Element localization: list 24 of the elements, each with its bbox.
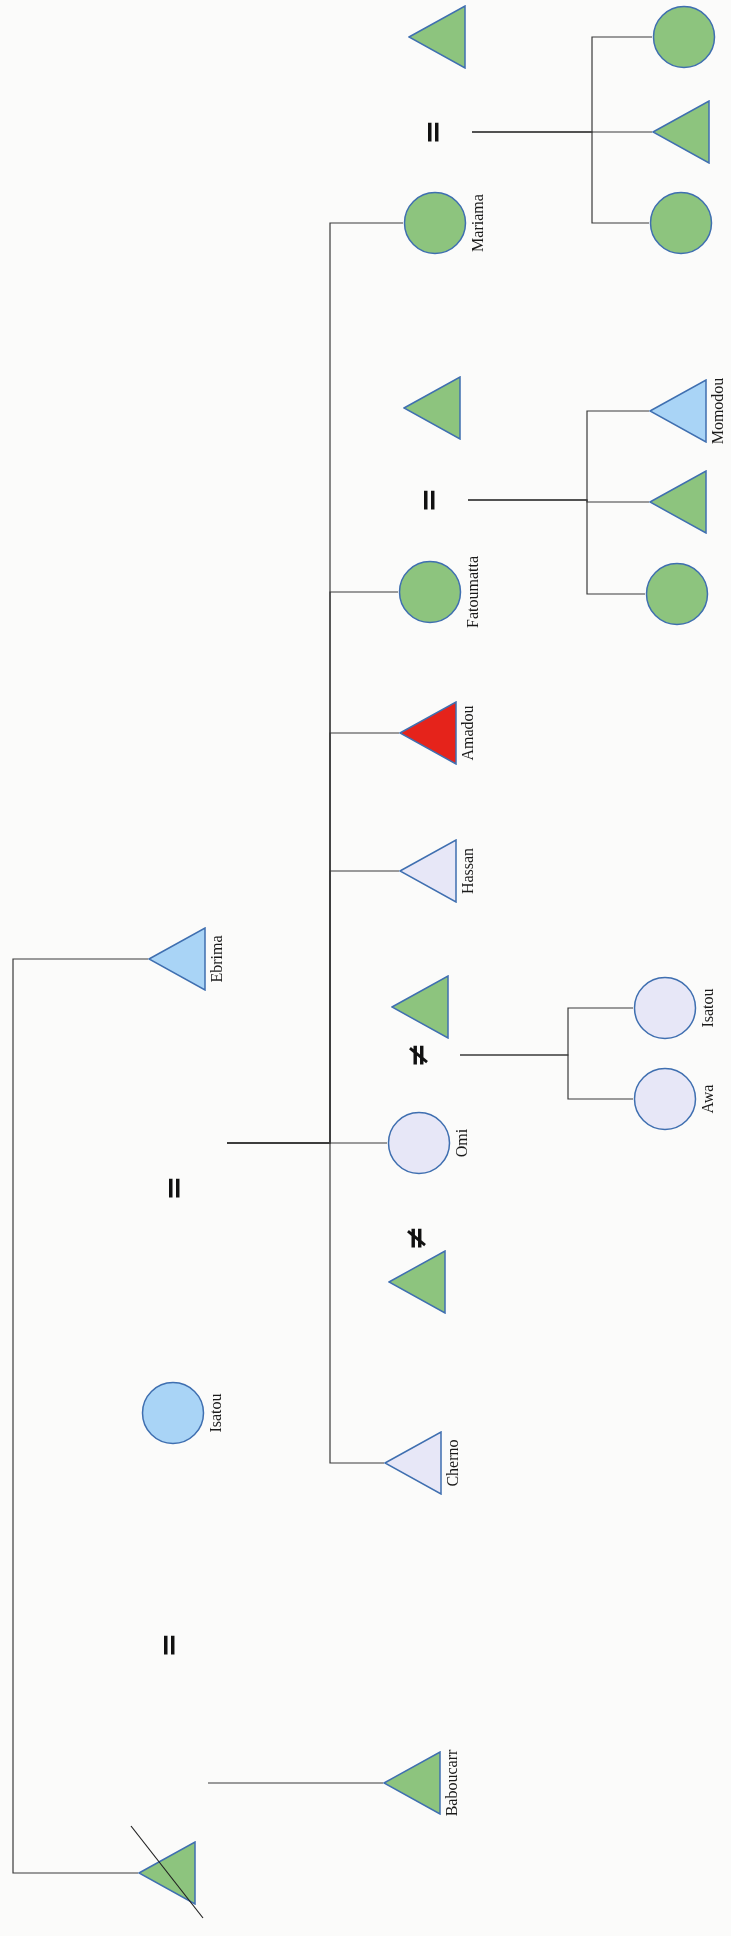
kinship-line	[226, 222, 404, 1144]
person-name: Mariama	[470, 194, 486, 252]
person-name: Ebrima	[209, 935, 225, 983]
marriage-sign: =	[159, 1630, 181, 1660]
marriage-sign: =	[419, 485, 441, 515]
marriage-sign: =	[164, 1173, 186, 1203]
kinship-line	[12, 958, 149, 1874]
kinship-line	[467, 410, 650, 501]
person-name: Awa	[700, 1084, 716, 1114]
kinship-line	[471, 36, 653, 133]
person-name: Fatoumatta	[465, 556, 481, 628]
marriage-sign: ≠	[406, 1223, 428, 1253]
marriage-sign: ≠	[408, 1040, 430, 1070]
person-name: Isatou	[700, 988, 716, 1028]
person-name: Omi	[454, 1128, 470, 1158]
person-name: Isatou	[208, 1393, 224, 1433]
person-name: Cherno	[445, 1439, 461, 1487]
kinship-line	[459, 1007, 634, 1056]
person-name: Hassan	[460, 847, 476, 895]
person-name: Momodou	[710, 377, 726, 445]
person-name: Amadou	[460, 705, 476, 761]
kinship-line	[207, 1782, 384, 1784]
person-name: Baboucarr	[444, 1749, 460, 1817]
marriage-sign: =	[423, 117, 445, 147]
